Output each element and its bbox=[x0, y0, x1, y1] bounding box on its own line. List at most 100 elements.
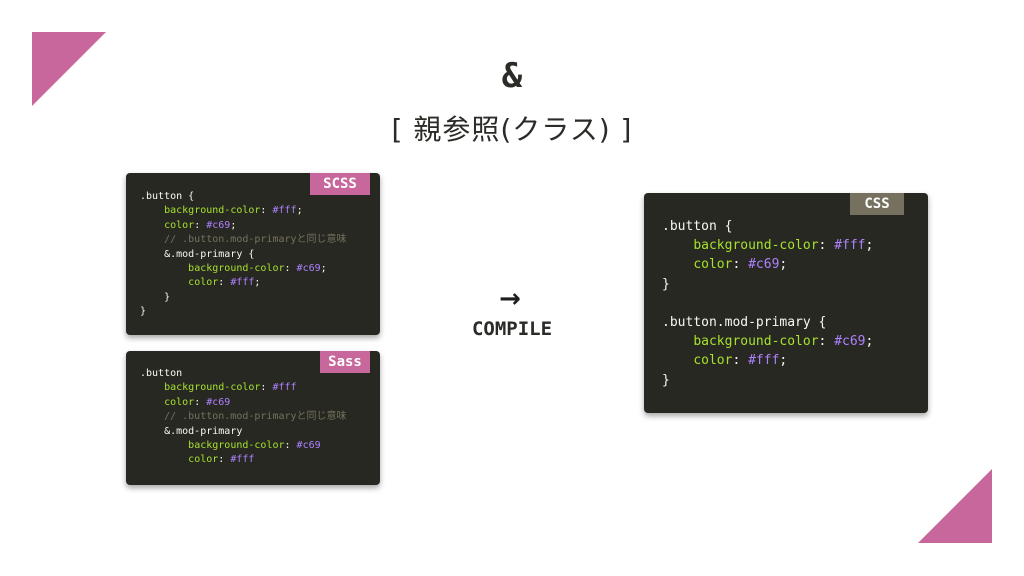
code-token: : bbox=[194, 396, 207, 408]
code-token bbox=[140, 454, 188, 465]
code-line bbox=[662, 294, 873, 313]
code-token: #fff bbox=[230, 454, 255, 466]
code-token bbox=[140, 397, 164, 408]
code-token: color bbox=[693, 353, 733, 369]
code-token: ; bbox=[865, 238, 874, 254]
code-token bbox=[662, 257, 693, 272]
code-token bbox=[140, 382, 164, 393]
code-token: #fff bbox=[272, 205, 297, 217]
code-token: // .button.mod-primaryと同じ意味 bbox=[140, 234, 347, 246]
code-token: background-color bbox=[164, 205, 261, 217]
page-subtitle: [ 親参照(クラス) ] bbox=[391, 113, 633, 146]
code-token: : bbox=[260, 205, 273, 217]
css-code-block: .button { background-color: #fff; color:… bbox=[662, 217, 873, 390]
scss-badge: SCSS bbox=[310, 173, 370, 195]
code-token: .button bbox=[140, 368, 183, 379]
code-token: &.mod-primary bbox=[140, 425, 243, 437]
code-line: &.mod-primary bbox=[140, 425, 347, 439]
code-token: color bbox=[164, 219, 195, 231]
css-code-panel: CSS .button { background-color: #fff; co… bbox=[644, 193, 928, 413]
compile-label: COMPILE bbox=[471, 318, 553, 340]
code-line: } bbox=[140, 291, 347, 305]
code-token: : bbox=[818, 334, 835, 350]
decorative-triangle-top-left bbox=[32, 32, 106, 106]
code-line: color: #fff; bbox=[140, 276, 347, 290]
code-token: color bbox=[188, 277, 219, 289]
code-line: color: #c69; bbox=[140, 219, 347, 233]
code-token: ; bbox=[865, 334, 874, 350]
code-token: #c69 bbox=[296, 440, 321, 452]
code-token: background-color bbox=[693, 238, 819, 254]
code-token: ; bbox=[296, 205, 303, 217]
code-line: background-color: #c69; bbox=[662, 332, 873, 351]
code-line: color: #c69; bbox=[662, 255, 873, 274]
code-token: } bbox=[662, 276, 670, 292]
code-token: // .button.mod-primaryと同じ意味 bbox=[140, 411, 347, 423]
code-token: : bbox=[732, 257, 749, 273]
code-token: ; bbox=[254, 277, 261, 289]
sass-code-panel: Sass .button background-color: #fff colo… bbox=[126, 351, 380, 485]
compile-arrow-icon: → bbox=[499, 284, 521, 314]
code-token: } bbox=[140, 306, 147, 318]
code-token: background-color bbox=[188, 440, 285, 452]
code-token: #c69 bbox=[206, 396, 231, 408]
code-line: // .button.mod-primaryと同じ意味 bbox=[140, 233, 347, 247]
code-token: ; bbox=[230, 219, 237, 231]
code-token: .button { bbox=[662, 219, 733, 234]
code-token: background-color bbox=[693, 334, 819, 350]
code-token: color bbox=[188, 454, 219, 466]
code-line: } bbox=[662, 371, 873, 390]
code-line: background-color: #fff bbox=[140, 381, 347, 395]
code-token: : bbox=[218, 277, 231, 289]
code-line: } bbox=[140, 305, 347, 319]
code-line: background-color: #c69 bbox=[140, 439, 347, 453]
decorative-triangle-bottom-right bbox=[918, 469, 992, 543]
code-token: : bbox=[818, 238, 835, 254]
code-token: ; bbox=[779, 257, 788, 273]
code-token bbox=[140, 263, 188, 274]
code-token: background-color bbox=[188, 263, 285, 275]
code-token bbox=[140, 220, 164, 231]
code-token: background-color bbox=[164, 382, 261, 394]
code-line: .button { bbox=[662, 217, 873, 236]
scss-code-panel: SCSS .button { background-color: #fff; c… bbox=[126, 173, 380, 335]
code-line: .button { bbox=[140, 190, 347, 204]
code-token: color bbox=[693, 257, 733, 273]
code-token: : bbox=[194, 219, 207, 231]
code-token: #c69 bbox=[296, 263, 321, 275]
code-token: #fff bbox=[748, 353, 780, 369]
code-token: #c69 bbox=[206, 219, 231, 231]
code-token: #fff bbox=[230, 277, 255, 289]
code-line: .button.mod-primary { bbox=[662, 313, 873, 332]
code-token: ; bbox=[779, 353, 788, 369]
code-token bbox=[662, 334, 693, 349]
sass-code-block: .button background-color: #fff color: #c… bbox=[140, 367, 347, 468]
page-title-symbol: & bbox=[501, 56, 523, 96]
code-token: ; bbox=[320, 263, 327, 275]
code-token: } bbox=[662, 372, 670, 388]
code-token bbox=[662, 353, 693, 368]
code-token bbox=[140, 440, 188, 451]
code-token: .button.mod-primary { bbox=[662, 315, 827, 331]
code-token: #fff bbox=[834, 238, 866, 254]
code-line: &.mod-primary { bbox=[140, 248, 347, 262]
code-token: : bbox=[284, 263, 297, 275]
code-token bbox=[662, 238, 693, 253]
code-token: #c69 bbox=[834, 334, 866, 350]
code-token: .button { bbox=[140, 191, 195, 202]
scss-code-block: .button { background-color: #fff; color:… bbox=[140, 190, 347, 320]
code-token: : bbox=[284, 440, 297, 452]
code-token: color bbox=[164, 396, 195, 408]
code-line: background-color: #fff; bbox=[140, 204, 347, 218]
code-line: .button bbox=[140, 367, 347, 381]
code-token: #fff bbox=[272, 382, 297, 394]
code-token: #c69 bbox=[748, 257, 780, 273]
code-line: color: #fff; bbox=[662, 351, 873, 370]
code-token bbox=[140, 277, 188, 288]
code-line: // .button.mod-primaryと同じ意味 bbox=[140, 410, 347, 424]
code-token bbox=[140, 205, 164, 216]
code-line: color: #fff bbox=[140, 453, 347, 467]
code-token: : bbox=[260, 382, 273, 394]
code-line: background-color: #c69; bbox=[140, 262, 347, 276]
code-line: } bbox=[662, 275, 873, 294]
